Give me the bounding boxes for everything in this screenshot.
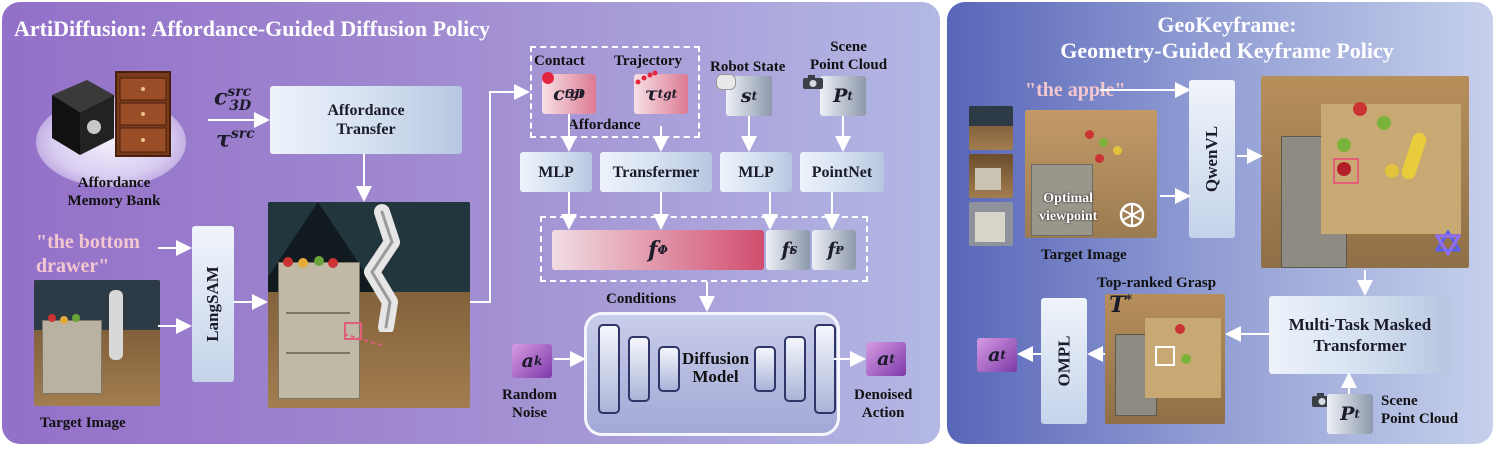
unet-decoder-block-3	[814, 324, 836, 414]
viewpoint-thumb-2	[969, 154, 1013, 198]
trajectory-label: Trajectory	[614, 53, 683, 69]
mlp-box-2: MLP	[720, 152, 792, 192]
instruction-text-right: "the apple"	[1025, 79, 1126, 101]
unet-decoder-block-1	[754, 346, 776, 392]
unet-decoder-block-2	[784, 336, 806, 402]
unet-encoder-block-1	[598, 324, 620, 414]
memory-bank-label: Affordance Memory Bank	[67, 175, 161, 209]
conditions-region	[540, 216, 868, 282]
diffusion-model-box	[584, 312, 840, 436]
transformer-box: Transfermer	[600, 152, 712, 192]
target-image-label-left: Target Image	[40, 415, 126, 431]
mtm-transformer-box: Multi-Task Masked Transformer	[1269, 296, 1451, 374]
instruction-text: "the bottom drawer"	[36, 231, 140, 277]
qwen-logo-icon	[1435, 230, 1461, 256]
cabinet-icon	[115, 71, 171, 157]
artidiffusion-panel: ArtiDiffusion: Affordance-Guided Diffusi…	[2, 2, 940, 444]
viewpoint-thumb-3	[969, 202, 1013, 246]
robot-arm-icon	[364, 204, 400, 332]
viewpoint-thumb-1	[969, 106, 1013, 150]
scene-pc-label-left: Scene Point Cloud	[810, 39, 888, 73]
cube-icon	[52, 80, 114, 155]
grasp-image	[1105, 294, 1225, 424]
geokeyframe-title: GeoKeyframe: Geometry-Guided Keyframe Po…	[1060, 12, 1394, 63]
contact-point-icon	[542, 72, 554, 84]
geokeyframe-panel: GeoKeyframe: Geometry-Guided Keyframe Po…	[947, 2, 1493, 444]
unet-encoder-block-2	[628, 336, 650, 402]
diffusion-model-label: Diffusion Model	[682, 349, 750, 386]
top-ranked-grasp-label: Top-ranked Grasp	[1097, 275, 1217, 291]
scene-pc-label-right: Scene Point Cloud	[1381, 393, 1459, 427]
affordance-label: Affordance	[568, 117, 641, 133]
camera-icon	[803, 75, 823, 89]
t-star-symbol: T*	[1109, 292, 1133, 318]
target-image-left	[34, 280, 160, 406]
contact-label: Contact	[534, 53, 585, 69]
artidiffusion-title: ArtiDiffusion: Affordance-Guided Diffusi…	[14, 16, 491, 41]
affordance-transfer-box: Affordance Transfer	[270, 86, 462, 154]
affordance-region	[530, 46, 700, 138]
openai-logo-icon	[1119, 202, 1145, 228]
optimal-viewpoint-label: Optimal viewpoint	[1039, 191, 1098, 224]
langsam-box: LangSAM	[192, 226, 234, 382]
ompl-box: OMPL	[1041, 298, 1087, 424]
qwenvl-box: QwenVL	[1189, 80, 1235, 238]
unet-encoder-block-3	[658, 346, 680, 392]
trajectory-dots-icon	[635, 70, 658, 85]
pointnet-box: PointNet	[800, 152, 884, 192]
robot-scene-image	[268, 202, 470, 408]
arrow-scene-to-affordance	[470, 84, 530, 303]
robot-state-arm-icon	[716, 74, 736, 90]
robot-state-label: Robot State	[710, 59, 786, 75]
conditions-label: Conditions	[606, 291, 677, 307]
tau-src-symbol: τsrc	[216, 126, 255, 153]
target-image-label-right: Target Image	[1041, 247, 1127, 263]
denoised-action-label: Denoised Action	[854, 387, 913, 421]
pull-trajectory-hint	[343, 333, 385, 347]
c3d-src-symbol: csrc3D	[214, 84, 252, 114]
grounded-scene-image	[1261, 76, 1469, 268]
random-noise-label: Random Noise	[502, 387, 558, 421]
mlp-box-1: MLP	[520, 152, 592, 192]
